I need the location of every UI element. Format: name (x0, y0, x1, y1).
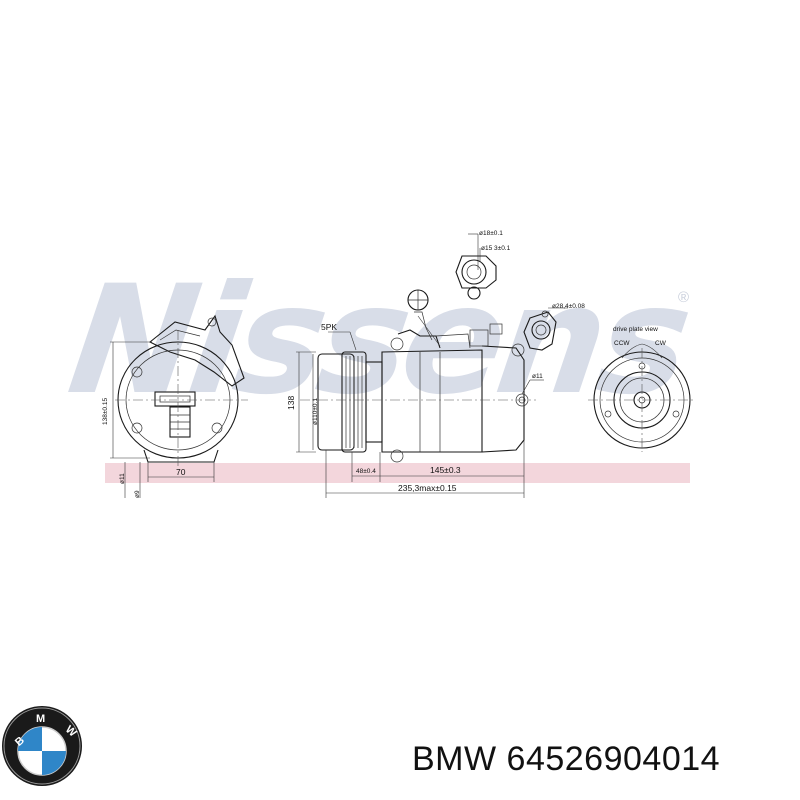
part-caption: BMW 64526904014 (412, 740, 720, 779)
watermark-logo: Nissens (60, 253, 697, 428)
dimension-mount-diameter: ø11 (532, 373, 543, 380)
dimension-length-2: 145±0.3 (430, 465, 461, 475)
dimension-width-front: 70 (176, 467, 186, 477)
dimension-length-1: 48±0.4 (356, 468, 376, 475)
dimension-hole-1: ø11 (119, 473, 126, 484)
drive-plate-view (588, 343, 696, 452)
label-pulley-grooves: 5PK (321, 322, 337, 332)
rotation-ccw-label: CCW (614, 340, 630, 347)
registered-mark: ® (678, 289, 689, 306)
front-view (115, 314, 248, 470)
rotation-cw-label: CW (655, 340, 667, 347)
dimension-pulley-diameter: ø110±0.1 (312, 398, 319, 425)
drive-plate-title: drive plate view (613, 326, 658, 333)
dimension-height-main: 138 (286, 396, 296, 410)
dimension-height-front: 138±0.15 (102, 398, 109, 425)
dimension-diameter-top-2: ø15 3±0.1 (481, 245, 511, 252)
port-detail-top (407, 233, 497, 347)
side-view-dimensions (296, 331, 544, 498)
dimension-diameter-side: ø28,4±0.08 (552, 303, 585, 310)
pink-band (105, 463, 690, 483)
dimension-length-total: 235,3max±0.15 (398, 483, 457, 493)
front-view-dimensions (110, 341, 215, 498)
port-detail-side (523, 307, 568, 351)
bmw-logo: B M W (2, 706, 82, 786)
brand-name: BMW (412, 740, 497, 778)
bmw-logo-letter-m: M (36, 713, 45, 725)
part-number: 64526904014 (506, 740, 721, 778)
dimension-diameter-top-1: ø18±0.1 (479, 230, 503, 237)
dimension-hole-2: ø9 (134, 490, 141, 498)
